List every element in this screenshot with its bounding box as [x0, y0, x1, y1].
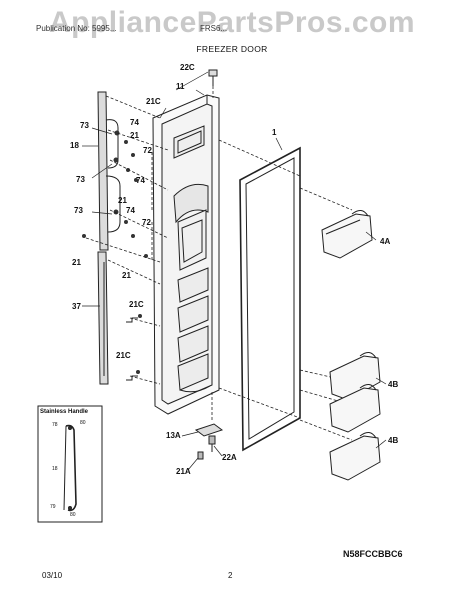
label-11: 11 — [176, 82, 185, 91]
watermark: AppliancePartsPros.com — [48, 6, 416, 39]
bracket-markers — [126, 317, 138, 381]
label-37: 37 — [72, 302, 81, 311]
door-bin-4b-3 — [329, 432, 381, 481]
inset-label-80-b: 80 — [70, 512, 76, 518]
label-73-b: 73 — [76, 175, 85, 184]
inset-label-79: 79 — [50, 504, 56, 510]
label-4b-top: 4B — [388, 380, 399, 389]
label-21-a: 21 — [130, 131, 139, 140]
label-21c-mid: 21C — [129, 300, 144, 309]
label-4b-bottom: 4B — [388, 436, 399, 445]
door-bin-4a — [321, 210, 373, 259]
door-gasket — [239, 146, 301, 452]
inset-stainless-handle — [37, 405, 103, 523]
label-4a: 4A — [380, 237, 391, 246]
label-21c-top: 21C — [146, 97, 161, 106]
label-22a: 22A — [222, 453, 237, 462]
inset-label-80-a: 80 — [80, 420, 86, 426]
label-74-c: 74 — [126, 206, 135, 215]
label-leaders — [82, 71, 387, 471]
model-code: N58FCCBBC6 — [343, 549, 403, 559]
label-73-c: 73 — [74, 206, 83, 215]
screw-22c — [208, 69, 218, 86]
label-21-e: 21 — [122, 271, 131, 280]
label-21a-bottom: 21A — [176, 467, 191, 476]
door-bin-4b-2 — [329, 384, 381, 433]
inset-label-18: 18 — [52, 466, 58, 472]
header-model: FRS6... — [200, 24, 228, 33]
header-publication: Publication No: 5995... — [36, 24, 117, 33]
label-22c: 22C — [180, 63, 195, 72]
label-74-a: 74 — [130, 118, 139, 127]
label-21-b: 21 — [118, 196, 127, 205]
label-13a: 13A — [166, 431, 181, 440]
label-18: 18 — [70, 141, 79, 150]
freezer-door-panel — [152, 94, 220, 415]
handle-assembly — [97, 91, 121, 385]
inset-label-78: 78 — [52, 422, 58, 428]
label-72-b: 72 — [142, 218, 151, 227]
screws — [82, 130, 148, 374]
label-73-a: 73 — [80, 121, 89, 130]
label-74-b: 74 — [136, 176, 145, 185]
footer-date: 03/10 — [42, 571, 63, 580]
footer-page-number: 2 — [228, 571, 233, 580]
leader-lines — [85, 86, 353, 441]
label-21c-low: 21C — [116, 351, 131, 360]
label-72-a: 72 — [143, 146, 152, 155]
label-1: 1 — [272, 128, 277, 137]
inset-title: Stainless Handle — [40, 409, 89, 415]
page-title: FREEZER DOOR — [196, 44, 268, 54]
label-21-d: 21 — [72, 258, 81, 267]
hinge-assembly — [194, 423, 224, 460]
